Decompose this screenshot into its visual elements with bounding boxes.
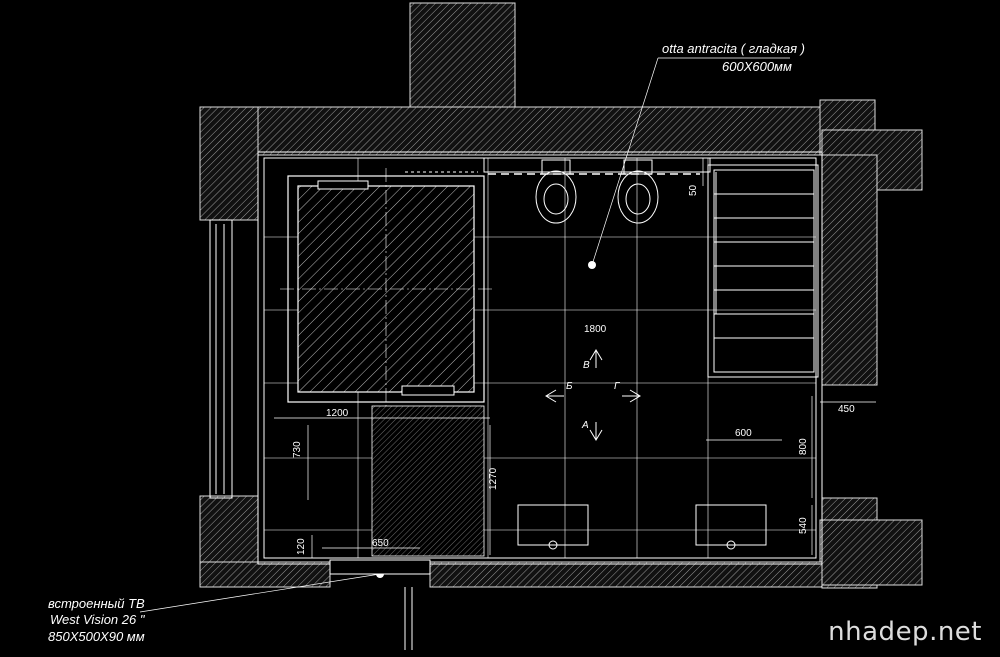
tile-name-label: otta antracita ( гладкая ) [662, 41, 805, 56]
wall-left-upper [199, 106, 259, 221]
dimension-450: 450 [838, 404, 855, 415]
wall-bottom [429, 561, 823, 588]
dimension-540: 540 [798, 517, 809, 534]
built-in-tv [329, 559, 431, 575]
washbasin-left [517, 504, 589, 550]
shower-enclosure [707, 164, 819, 378]
bath-rug [371, 405, 485, 557]
tile-size-label: 600X600мм [722, 59, 792, 74]
toilet [535, 159, 577, 224]
tile-leader-dot [588, 261, 596, 269]
bidet [617, 159, 659, 224]
view-marker-left: Б [566, 381, 573, 392]
dimension-50: 50 [688, 184, 699, 196]
view-marker-bottom: А [581, 420, 589, 431]
tv-label-line2: West Vision 26 " [50, 612, 146, 627]
tv-label-line3: 850X500X90 мм [48, 629, 145, 644]
washbasin-right [695, 504, 767, 550]
walls [199, 2, 923, 589]
leader-lines [139, 57, 790, 613]
dimension-1200: 1200 [326, 408, 349, 419]
dimension-lines [274, 158, 876, 558]
dimension-1270: 1270 [488, 467, 499, 490]
tv-label-line1: встроенный ТВ [48, 596, 145, 611]
left-window [209, 219, 233, 499]
view-marker-top: В [583, 360, 590, 371]
wall-bottom-left [199, 561, 331, 588]
wall-top [199, 106, 821, 156]
wall-bottom-right [819, 519, 923, 586]
dimension-1800: 1800 [584, 324, 607, 335]
dimension-650: 650 [372, 538, 389, 549]
dimension-120: 120 [296, 538, 307, 555]
wall-top-left [409, 2, 516, 111]
dimension-730: 730 [292, 441, 303, 458]
view-markers [545, 349, 641, 441]
dimension-800: 800 [798, 438, 809, 455]
watermark: nhadep.net [828, 617, 982, 647]
bathtub [280, 168, 495, 412]
wall-right [821, 154, 878, 386]
dimension-600: 600 [735, 428, 752, 439]
view-marker-right: Г [614, 381, 621, 392]
wc-partition [483, 157, 711, 175]
